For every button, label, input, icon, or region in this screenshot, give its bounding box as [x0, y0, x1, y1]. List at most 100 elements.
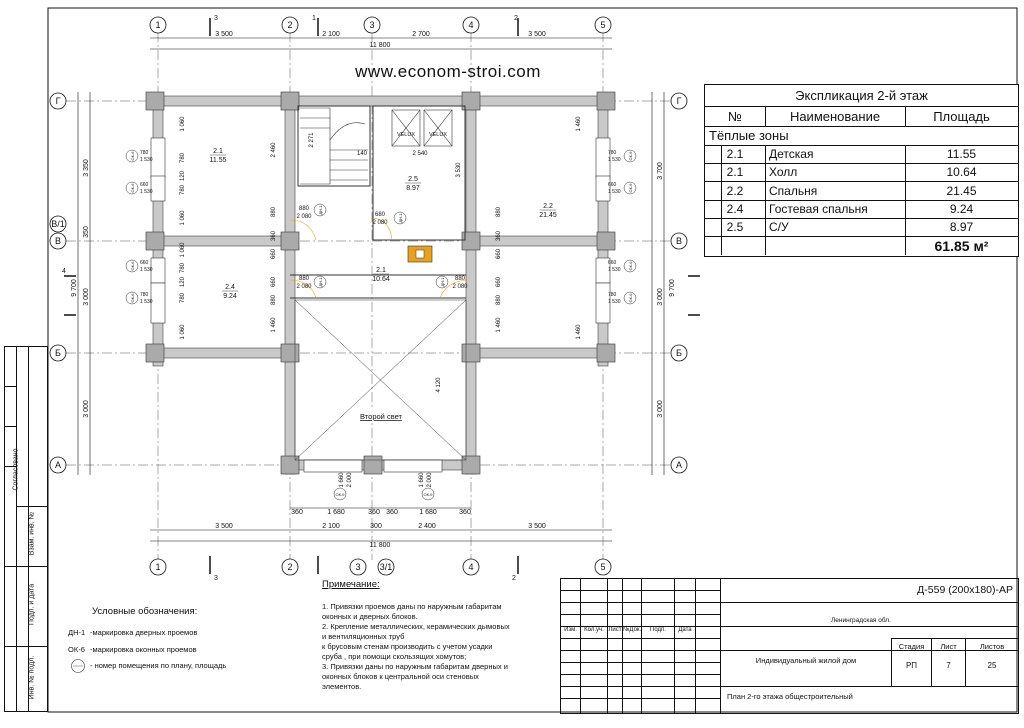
window-dim: 660 [140, 182, 149, 188]
dimension-text: 3 530 [456, 162, 462, 178]
note-line: элементов. [322, 682, 362, 691]
stamp-sheet: 7 [946, 661, 951, 670]
note-line: оконных блоков к центральной оси стеновы… [322, 672, 479, 681]
dimension-text: 360 [271, 230, 277, 241]
window-dim: 780 [608, 150, 617, 156]
dimension-text: 660 [496, 276, 502, 287]
window-tag: ОК-6 [130, 261, 135, 271]
row-name: Холл [769, 165, 798, 179]
window-tag: ОК-9 [424, 492, 434, 497]
dimension-text: 1 680 [419, 509, 437, 516]
axis-label: 1 [155, 562, 160, 572]
legend-symbol: ДН-1 [68, 628, 86, 637]
stamp-title: План 2-го этажа общестроительный [727, 692, 853, 701]
dimension-lines [77, 37, 665, 542]
chimney-flue [415, 249, 425, 259]
dimension-text: 11 800 [370, 42, 391, 49]
window-dim: 1 530 [608, 299, 621, 305]
axis-label: 2 [287, 20, 292, 30]
dimension-text: 880 [299, 206, 310, 212]
dimension-text: 360 [496, 230, 502, 241]
dimension-text: 3 500 [528, 31, 546, 38]
table-row: 2.1 Детская 11.55 [705, 145, 1018, 164]
explication-table: Экспликация 2-й этаж № Наименование Площ… [704, 84, 1019, 257]
header-name: Наименование [789, 108, 881, 124]
partitions [290, 105, 466, 299]
dimension-text: 360 [386, 509, 398, 516]
row-area: 10.64 [946, 165, 977, 179]
void-label-bg [355, 410, 405, 422]
door-tag: ДН-1 [318, 277, 323, 287]
room-area: 10.64 [372, 276, 390, 283]
velux-windows [391, 109, 453, 147]
dimension-text: 1 460 [271, 317, 277, 333]
dimension-text: 780 [180, 152, 186, 163]
dimension-text: 3 000 [657, 288, 664, 306]
dimension-text: 120 [180, 170, 186, 181]
axis-label: 5 [600, 562, 605, 572]
window-tag: ОК-6 [130, 151, 135, 161]
stamp-stage-label: Стадия [898, 642, 925, 651]
dimension-text: 1 680 [327, 509, 345, 516]
dimension-text: 880 [299, 276, 310, 282]
sheet-frame [47, 7, 1018, 713]
dimension-text: 1 660 [339, 472, 345, 488]
notes-body: 1. Привязки проемов даны по наружным габ… [322, 602, 558, 692]
door-tag: ДН-1 [398, 213, 403, 223]
axis-label: А [676, 460, 682, 470]
window-dim: 780 [608, 292, 617, 298]
stamp-code: Д-559 (200х180)-АР [917, 584, 1013, 596]
room-label-dividers [210, 154, 556, 292]
dimension-text: 11 800 [370, 542, 391, 549]
explication-title-row: Экспликация 2-й этаж [705, 85, 1018, 107]
door-tag: ДН-1 [318, 205, 323, 215]
section-mark: 3 [214, 15, 218, 22]
sidebar-inv-orig: Инв. № подл. [28, 655, 36, 700]
velux-label: VELUX [429, 132, 447, 138]
dimension-text: 4 120 [436, 377, 442, 393]
dimension-text: 1 660 [419, 472, 425, 488]
row-area: 9.24 [949, 202, 974, 216]
dimension-text: 360 [459, 509, 471, 516]
wall-corners [145, 91, 616, 475]
dimension-text: 2 460 [271, 142, 277, 158]
row-num: 2.1 [726, 147, 744, 161]
watermark-text: www.econom-stroi.com [354, 62, 541, 81]
axis-label: 4 [468, 20, 473, 30]
axis-bubbles [49, 16, 688, 576]
stamp-sheet-label: Лист [940, 642, 957, 651]
dimension-text: 350 [83, 226, 90, 238]
axis-label: 3/1 [380, 562, 393, 572]
row-name: Спальня [769, 183, 818, 198]
stamp-col: Дата [678, 627, 692, 633]
stamp-object: Индивидуальный жилой дом [755, 656, 857, 665]
total-row: 61.85 м² [705, 236, 1018, 255]
dimension-text: 3 000 [83, 400, 90, 418]
dimension-text: 2 540 [412, 151, 428, 157]
room-marker-icon [71, 659, 85, 673]
explication-section-row: Тёплые зоны [705, 126, 1018, 146]
axis-label: 2 [287, 562, 292, 572]
legend-title: Условные обозначения: [92, 606, 198, 617]
dimension-text: 880 [271, 206, 277, 217]
second-light-label: Второй свет [360, 412, 402, 421]
note-line: 2. Крепление металлических, керамических… [322, 622, 510, 631]
dimension-text: 880 [271, 294, 277, 305]
legend-text: -маркировка оконных проемов [90, 645, 197, 654]
window-dim: 1 530 [608, 189, 621, 195]
axis-label: Б [676, 348, 682, 358]
room-number: 2.4 [225, 284, 235, 291]
row-name: Детская [769, 147, 814, 161]
dimension-text: 360 [368, 509, 380, 516]
dimension-text: 2 700 [412, 31, 430, 38]
section-title: Тёплые зоны [709, 128, 789, 143]
room-number: 2.5 [408, 176, 418, 183]
dimension-text: 1 060 [180, 116, 186, 132]
legend-text: -маркировка дверных проемов [90, 628, 198, 637]
dimension-text: 2 100 [322, 523, 340, 530]
dimension-text: 780 [180, 262, 186, 273]
dimension-text: 360 [291, 509, 303, 516]
note-line: 3. Привязки даны по наружным габаритам д… [322, 662, 508, 671]
row-num: 2.2 [726, 183, 744, 198]
table-row: 2.4 Гостевая спальня 9.24 [705, 200, 1018, 219]
